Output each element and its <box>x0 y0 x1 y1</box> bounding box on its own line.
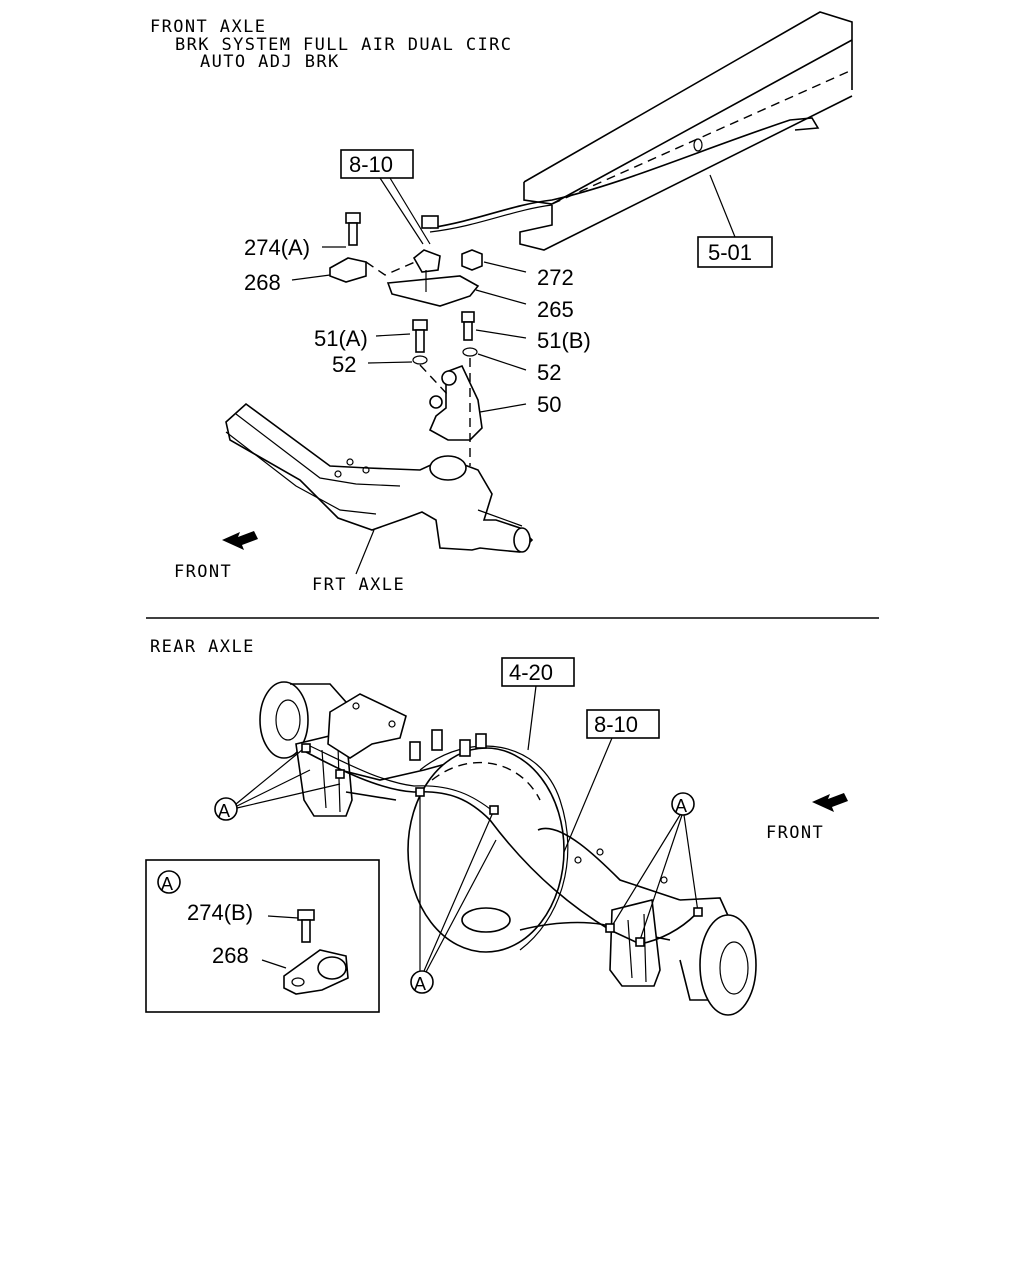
front-arrow-icon <box>222 531 258 550</box>
callout-a-bottom-label: A <box>414 974 426 994</box>
front-arrow-icon-rear <box>812 793 848 812</box>
frt-axle-label: FRT AXLE <box>312 575 405 595</box>
ref-label-8-10-front: 8-10 <box>349 152 393 177</box>
ref-label-5-01: 5-01 <box>708 240 752 265</box>
title-line-2: BRK SYSTEM FULL AIR DUAL CIRC <box>175 35 512 55</box>
label-272: 272 <box>537 265 574 290</box>
callout-a-bottom[interactable]: A <box>410 970 434 994</box>
front-label-top: FRONT <box>174 562 232 582</box>
callout-a-right-label: A <box>675 796 687 816</box>
callout-a-right[interactable]: A <box>671 792 695 816</box>
ref-label-4-20: 4-20 <box>509 660 553 685</box>
ref-box-8-10-front[interactable]: 8-10 <box>340 149 414 179</box>
ref-box-8-10-rear[interactable]: 8-10 <box>586 709 660 739</box>
callout-a-left-label: A <box>218 801 230 821</box>
front-label-rear: FRONT <box>766 823 824 843</box>
front-axle-beam <box>225 402 534 553</box>
label-274a: 274(A) <box>244 235 310 260</box>
ref-box-5-01[interactable]: 5-01 <box>697 236 773 268</box>
label-50: 50 <box>537 392 561 417</box>
label-51a: 51(A) <box>314 326 368 351</box>
rear-axle-housing <box>259 681 757 1016</box>
title-line-1: FRONT AXLE <box>150 17 266 37</box>
rear-title: REAR AXLE <box>150 637 255 657</box>
detail-callout-label: A <box>161 874 173 894</box>
ref-label-8-10-rear: 8-10 <box>594 712 638 737</box>
bracket-assembly <box>329 212 483 466</box>
front-axle-section: FRONT AXLE BRK SYSTEM FULL AIR DUAL CIRC… <box>150 11 853 595</box>
label-52-left: 52 <box>332 352 356 377</box>
rear-axle-section: REAR AXLE 4-20 8-10 <box>145 637 848 1016</box>
label-268-front: 268 <box>244 270 281 295</box>
label-265: 265 <box>537 297 574 322</box>
label-274b: 274(B) <box>187 900 253 925</box>
title-line-3: AUTO ADJ BRK <box>200 52 340 72</box>
label-52-right: 52 <box>537 360 561 385</box>
callout-a-left[interactable]: A <box>214 797 238 821</box>
label-51b: 51(B) <box>537 328 591 353</box>
frame-rail <box>421 11 853 251</box>
detail-inset-a: A 274(B) 268 <box>145 859 380 1013</box>
ref-box-4-20[interactable]: 4-20 <box>501 657 575 687</box>
label-268-detail: 268 <box>212 943 249 968</box>
